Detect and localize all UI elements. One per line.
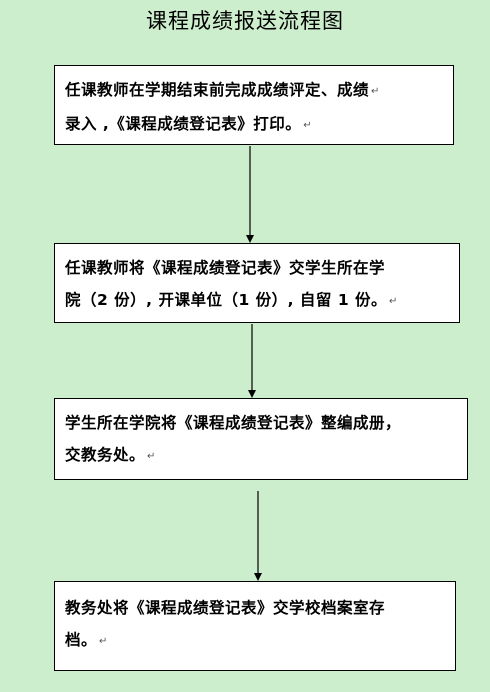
diagram-title: 课程成绩报送流程图: [146, 9, 344, 33]
return-mark-icon: ↵: [303, 120, 313, 131]
step-2-box: 任课教师将《课程成绩登记表》交学生所在学 院（2 份）, 开课单位（1 份）, …: [54, 243, 460, 323]
step-3-line-2: 交教务处。: [65, 446, 146, 464]
step-4-line-1: 教务处将《课程成绩登记表》交学校档案室存: [65, 599, 386, 617]
return-mark-icon: ↵: [371, 86, 380, 97]
step-2-line-2: 院（2 份）, 开课单位（1 份）, 自留 1 份。: [65, 291, 388, 309]
step-4-box: 教务处将《课程成绩登记表》交学校档案室存 档。↵: [54, 581, 456, 671]
return-mark-icon: ↵: [389, 296, 398, 307]
step-1-line-1: 任课教师在学期结束前完成成绩评定、成绩: [65, 81, 370, 99]
step-2-line-1: 任课教师将《课程成绩登记表》交学生所在学: [65, 259, 386, 277]
step-4-line-2: 档。: [65, 631, 98, 649]
return-mark-icon: ↵: [147, 451, 156, 462]
step-1-line-2: 录入 ,《课程成绩登记表》打印。: [65, 115, 302, 133]
return-mark-icon: ↵: [99, 636, 108, 647]
step-3-box: 学生所在学院将《课程成绩登记表》整编成册， 交教务处。↵: [54, 398, 468, 480]
step-1-box: 任课教师在学期结束前完成成绩评定、成绩↵ 录入 ,《课程成绩登记表》打印。↵: [54, 65, 454, 145]
step-3-line-1: 学生所在学院将《课程成绩登记表》整编成册，: [65, 414, 402, 432]
